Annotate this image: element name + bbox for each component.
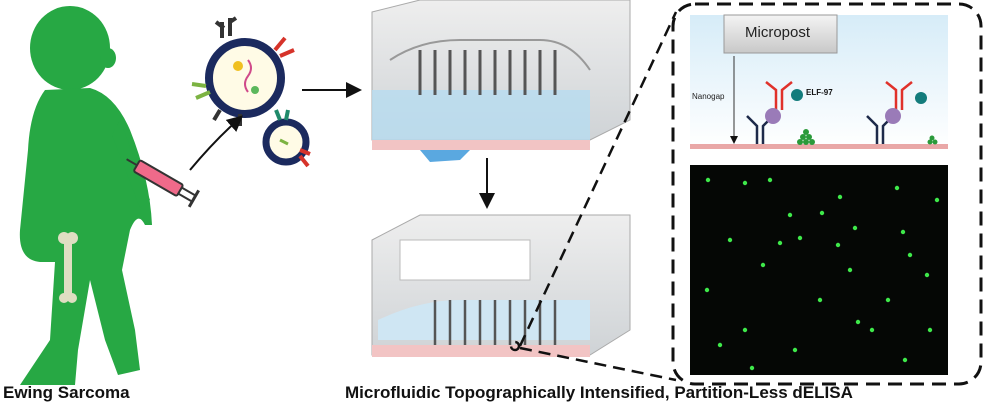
fluorescent-spot: [787, 212, 793, 218]
microfluidic-chip-top: [371, 0, 631, 162]
fluorescent-spot: [837, 194, 843, 200]
inset-schematic: [690, 14, 948, 149]
inset-frame: [671, 2, 983, 386]
fluorescent-spot: [934, 197, 940, 203]
fluorescent-spot: [835, 242, 841, 248]
fluorescent-spot: [760, 262, 766, 268]
fluorescent-spot: [894, 185, 900, 191]
micropost-label: Micropost: [745, 24, 811, 41]
fluorescent-spot: [742, 180, 748, 186]
fluorescent-spot: [900, 229, 906, 235]
zoom-guide-lines: [509, 11, 678, 382]
fluorescent-spot: [855, 319, 861, 325]
fluorescent-spot: [717, 342, 723, 348]
bone-icon: [58, 232, 78, 303]
fluorescent-spot: [767, 177, 773, 183]
fluorescent-spot: [869, 327, 875, 333]
fluorescent-spot: [817, 297, 823, 303]
syringe-icon: [126, 158, 200, 208]
child-silhouette: [19, 6, 153, 385]
fluorescent-spots: [704, 177, 940, 371]
fluorescent-spot: [727, 237, 733, 243]
fluorescent-spot: [907, 252, 913, 258]
fluorescence-image: [690, 165, 948, 375]
enzyme-label: ELF-97: [806, 88, 833, 97]
method-title: Microfluidic Topographically Intensified…: [345, 383, 853, 402]
fluorescent-spot: [927, 327, 933, 333]
exosome-small: [262, 109, 311, 168]
fluorescent-spot: [885, 297, 891, 303]
ewing-sarcoma-label: Ewing Sarcoma: [3, 383, 130, 402]
exosome-large: [191, 16, 295, 126]
micropost-block: [723, 14, 838, 54]
fluorescent-spot: [792, 347, 798, 353]
fluorescent-spot: [749, 365, 755, 371]
fluorescent-spot: [777, 240, 783, 246]
fluorescent-spot: [704, 287, 710, 293]
fluorescent-spot: [924, 272, 930, 278]
fluorescent-spot: [742, 327, 748, 333]
fluorescent-spot: [705, 177, 711, 183]
fluorescent-spot: [852, 225, 858, 231]
fluorescent-spot: [847, 267, 853, 273]
fluorescent-spot: [902, 357, 908, 363]
nanogap-label: Nanogap: [692, 92, 725, 101]
fluorescent-spot: [819, 210, 825, 216]
arrow-curved: [189, 115, 244, 171]
fluorescent-spot: [797, 235, 803, 241]
microfluidic-chip-bottom: [371, 214, 631, 357]
